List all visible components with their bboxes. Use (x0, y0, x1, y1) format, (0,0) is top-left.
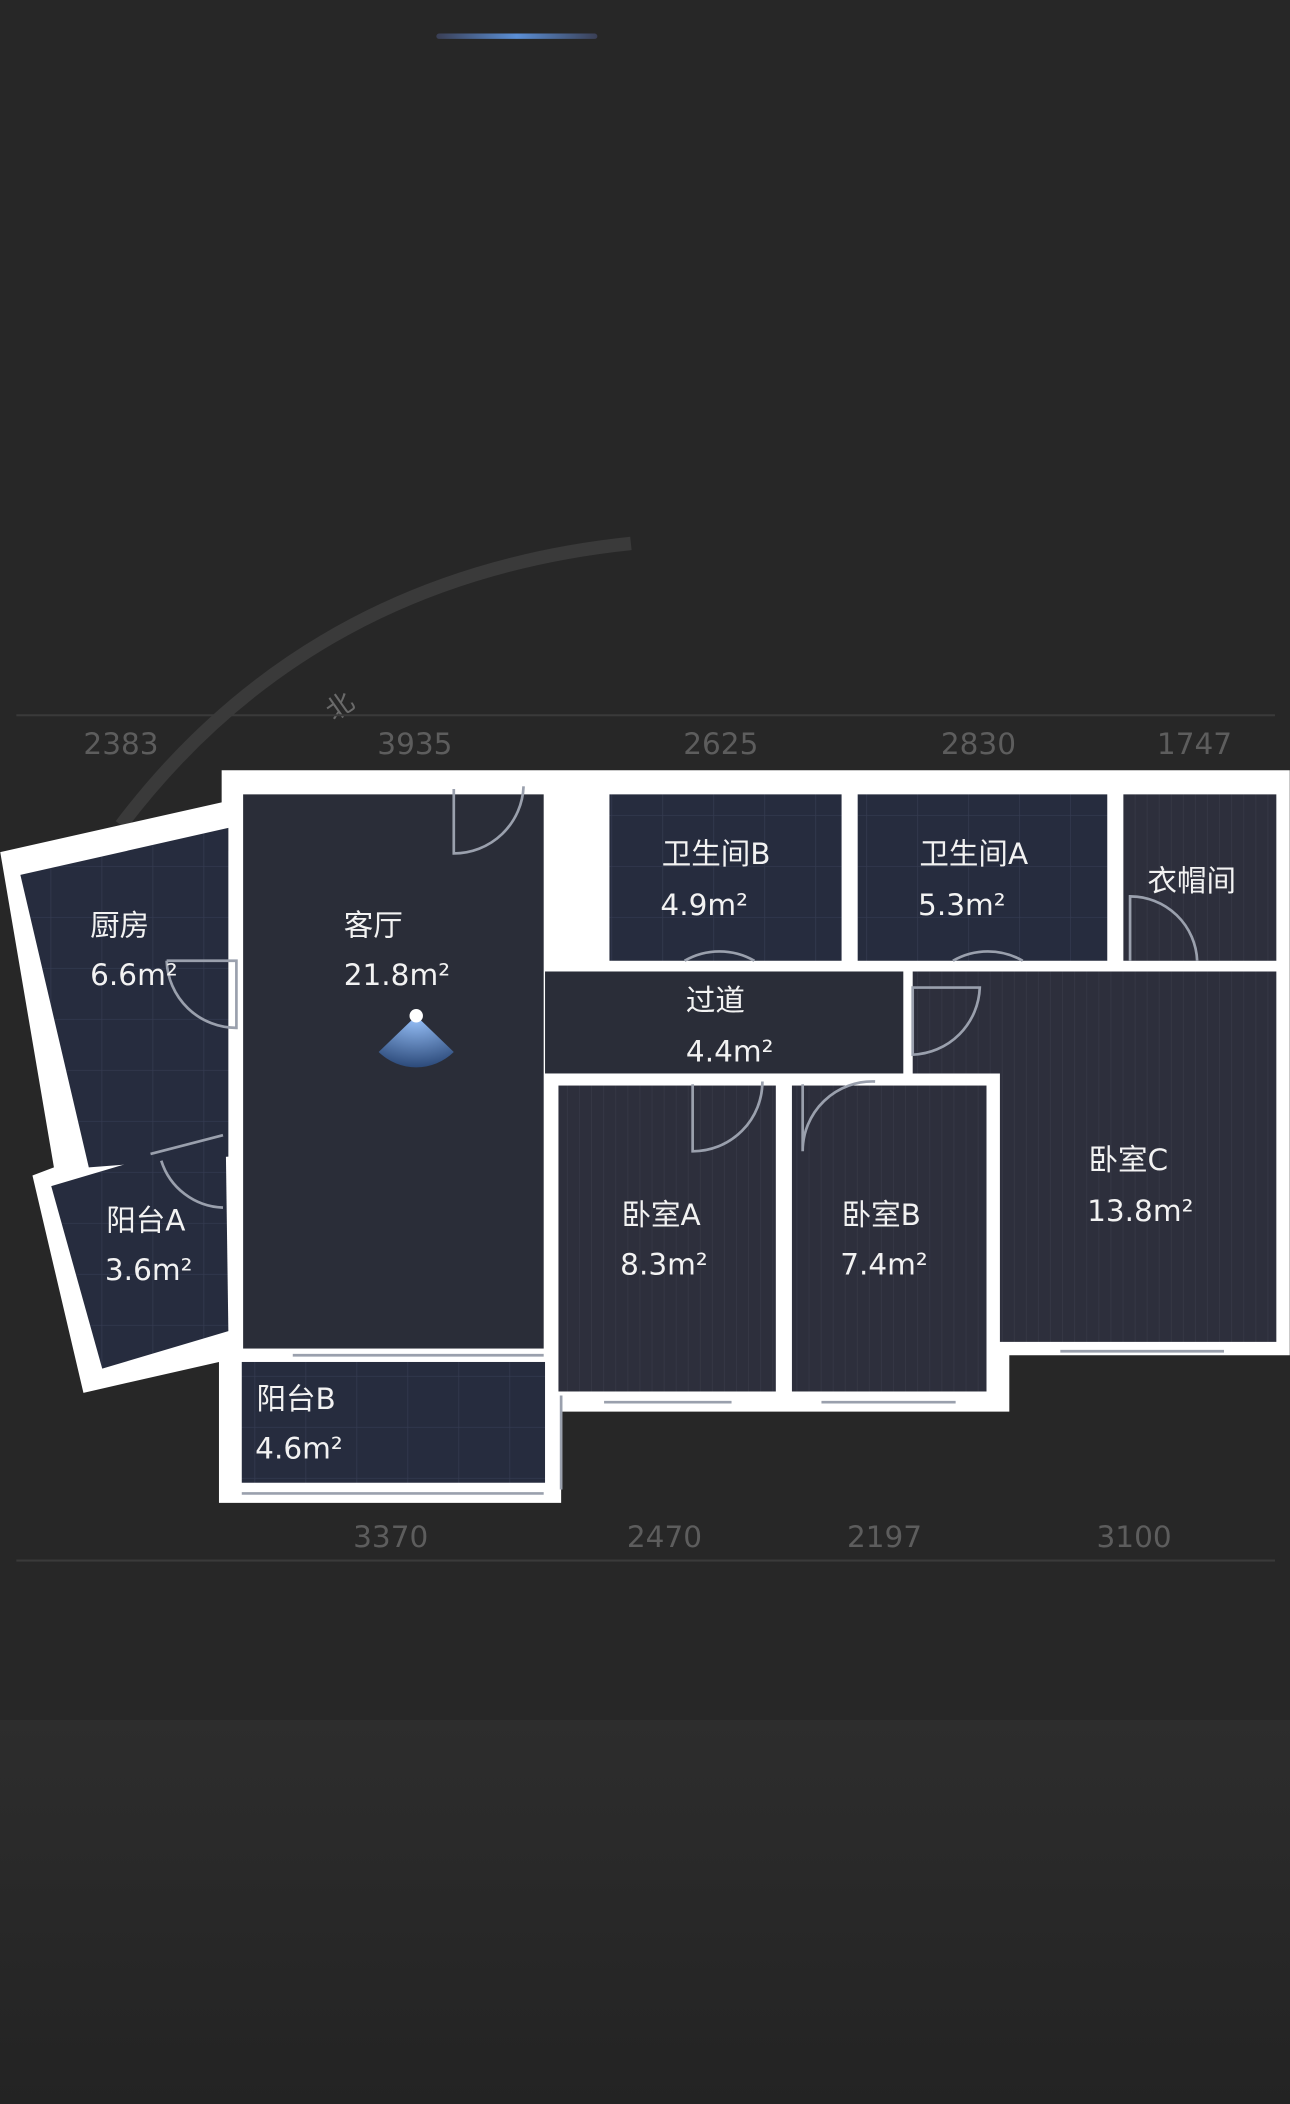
room-area: 7.4m² (840, 1248, 928, 1282)
room-area: 4.9m² (660, 888, 748, 922)
dim-bottom: 2197 (847, 1520, 922, 1554)
room-kitchen[interactable] (20, 827, 229, 1168)
room-bedroom-c[interactable] (912, 971, 1277, 1342)
room-area: 8.3m² (620, 1248, 708, 1282)
dim-top: 3935 (377, 727, 452, 761)
room-name: 阳台A (106, 1203, 185, 1237)
dim-top: 2625 (683, 727, 758, 761)
top-dimension-line: 2383 3935 2625 2830 1747 (16, 714, 1275, 761)
room-name: 阳台B (257, 1382, 336, 1416)
bottom-blurred-panel (0, 1720, 1290, 2104)
room-balcony-b[interactable] (241, 1361, 546, 1483)
room-area: 5.3m² (918, 888, 1006, 922)
room-bedroom-b[interactable] (791, 1085, 987, 1392)
room-name: 过道 (686, 983, 745, 1017)
compass-arc (115, 536, 632, 830)
room-bath-a[interactable] (857, 794, 1108, 961)
room-name: 卧室B (842, 1198, 921, 1232)
room-name: 衣帽间 (1148, 864, 1237, 898)
drag-handle[interactable] (436, 33, 598, 39)
room-area: 21.8m² (344, 958, 450, 992)
room-name: 客厅 (344, 908, 403, 942)
viewpoint-indicator-icon[interactable] (378, 1015, 454, 1068)
room-name: 卫生间A (919, 837, 1028, 871)
dim-top: 2383 (83, 727, 158, 761)
dim-top: 1747 (1157, 727, 1232, 761)
bottom-dimension-line: 3370 2470 2197 3100 (16, 1520, 1275, 1562)
room-closet[interactable] (1123, 794, 1277, 961)
dim-bottom: 3370 (353, 1520, 428, 1554)
room-name: 卧室A (622, 1198, 701, 1232)
room-area: 4.4m² (686, 1034, 774, 1068)
doors (150, 786, 1225, 1495)
room-balcony-a[interactable] (51, 1137, 229, 1369)
dim-bottom: 3100 (1097, 1520, 1172, 1554)
room-area: 13.8m² (1087, 1194, 1193, 1228)
viewpoint-dot (409, 1009, 423, 1023)
dim-bottom: 2470 (627, 1520, 702, 1554)
north-label: 北 (320, 686, 360, 727)
room-bath-b[interactable] (609, 794, 842, 961)
room-corridor[interactable] (545, 971, 904, 1074)
room-bedroom-a[interactable] (558, 1085, 776, 1392)
room-name: 厨房 (90, 908, 149, 942)
room-name: 卧室C (1088, 1143, 1168, 1177)
room-name: 卫生间B (662, 837, 771, 871)
room-area: 4.6m² (255, 1432, 343, 1466)
room-area: 6.6m² (90, 958, 178, 992)
room-living[interactable] (243, 794, 544, 1349)
room-area: 3.6m² (105, 1253, 193, 1287)
dim-top: 2830 (941, 727, 1016, 761)
